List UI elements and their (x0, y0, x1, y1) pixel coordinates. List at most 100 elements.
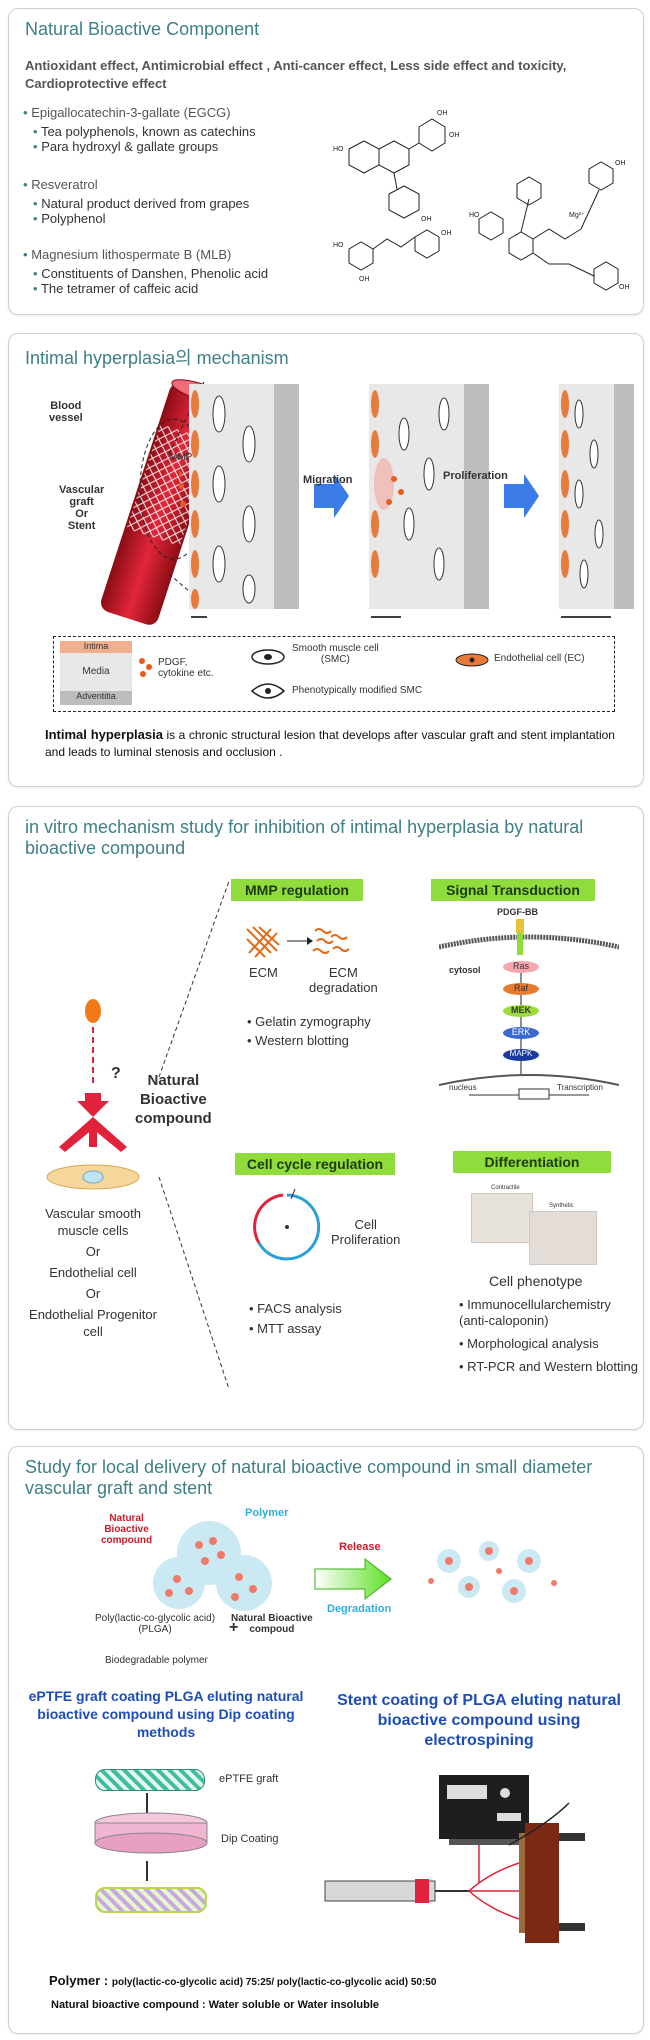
eptfe-graft-image (95, 1769, 205, 1791)
compound-egcg: • Epigallocatechin-3-gallate (EGCG) • Te… (23, 105, 256, 154)
legend-adventitia: Adventitia (60, 691, 132, 705)
legend-box: Intima Media Adventitia PDGF, cytokine e… (53, 636, 615, 712)
polymer-label: Polymer (245, 1507, 289, 1519)
nbc2-label: Natural Bioactive compoud (231, 1613, 313, 1635)
plga-label: Poly(lactic-co-glycolic acid) (PLGA) (95, 1613, 216, 1635)
bullet-item: • MTT assay (249, 1321, 322, 1336)
panel-local-delivery: Study for local delivery of natural bioa… (8, 1446, 644, 2034)
struct-label: HO (333, 242, 344, 249)
ec-icon (455, 653, 489, 667)
migration-label: Migration (303, 474, 353, 486)
legend-media: Media (82, 666, 110, 677)
release-arrow (314, 1557, 392, 1601)
cell-type: Or (85, 1244, 101, 1259)
transcription-label: Transcription (557, 1083, 603, 1092)
pdgf-bb-label: PDGF-BB (497, 907, 538, 917)
struct-label: Mg²⁺ (569, 212, 585, 219)
legend-layers: Intima Media Adventitia (60, 641, 132, 705)
cell-proliferation-label: Cell Proliferation (331, 1217, 401, 1247)
bullet-item: • Morphological analysis (459, 1336, 599, 1351)
compound-name: • Resveratrol (23, 177, 98, 192)
legend-intima: Intima (60, 641, 132, 653)
modified-smc-icon (250, 683, 286, 699)
section2-title: Intimal hyperplasia의 mechanism (25, 348, 289, 368)
bullet-item: • RT-PCR and Western blotting (459, 1359, 638, 1374)
struct-label: OH (449, 132, 460, 139)
release-label: Release (339, 1541, 381, 1553)
section1-title: Natural Bioactive Component (25, 19, 260, 39)
blood-vessel-label: Blood vessel (49, 400, 83, 424)
description-text: is a chronic structural lesion that deve… (45, 728, 615, 759)
polymer-footer: Polymer : poly(lactic-co-glycolic acid) … (49, 1973, 436, 1988)
struct-label: OH (437, 110, 448, 117)
compound-point: • Tea polyphenols, known as catechins (33, 124, 256, 139)
struct-label: HO (333, 146, 344, 153)
compound-label: Natural Bioactive compound (135, 1072, 212, 1127)
nucleus-label: nucleus (449, 1083, 477, 1092)
compound-name: • Magnesium lithospermate B (MLB) (23, 247, 232, 262)
struct-label: OH (619, 284, 630, 291)
compound-point: • Polyphenol (33, 211, 106, 226)
cascade-ras: Ras (512, 961, 529, 971)
power-supply-label: Power supply (443, 1765, 502, 1775)
question-mark: ? (111, 1065, 121, 1082)
struct-label: HO (469, 212, 480, 219)
cascade-erk: ERK (511, 1027, 531, 1037)
cell-cycle-diagram (253, 1188, 321, 1261)
bullet-item: • FACS analysis (249, 1301, 342, 1316)
compound-mlb: • Magnesium lithospermate B (MLB) • Cons… (23, 247, 268, 296)
panel-in-vitro: in vitro mechanism study for inhibition … (8, 806, 644, 1430)
ecm-fibers (246, 926, 350, 958)
differentiation-box: Differentiation (453, 1151, 611, 1173)
synthetic-label: Synthetic (549, 1203, 574, 1209)
cell-type: Vascular smooth muscle cells (45, 1206, 141, 1238)
plga-particles (153, 1521, 272, 1611)
struct-label: OH (359, 276, 370, 283)
panel-intimal-hyperplasia: Intimal hyperplasia의 mechanism Blood ves… (8, 333, 644, 787)
bullet-item: • Immunocellularchemistry (anti-caloponi… (459, 1297, 611, 1328)
down-arrow (146, 1861, 148, 1881)
synthetic-image (529, 1211, 597, 1265)
signal-cascade (439, 919, 619, 1100)
cascade-mapk: MAPK (509, 1049, 533, 1058)
mmp-points: • Gelatin zymography • Western blotting (247, 1013, 377, 1049)
cell-cycle-points: • FACS analysis • MTT assay (249, 1299, 342, 1339)
cascade-mek: MEK (511, 1005, 531, 1015)
compound-resveratrol: • Resveratrol • Natural product derived … (23, 177, 249, 226)
mmp-label: MMP (169, 452, 193, 463)
biodegradable-label: Biodegradable polymer (105, 1655, 208, 1666)
description-bold: Intimal hyperplasia (45, 727, 163, 742)
proliferation-label: Proliferation (443, 470, 508, 482)
nbc-label: Natural Bioactive compound (101, 1513, 153, 1546)
struct-label: OH (615, 160, 626, 167)
legend-modified-smc: Phenotypically modified SMC (292, 685, 423, 696)
coated-graft-image (95, 1887, 207, 1913)
dip-coating-label: Dip Coating (221, 1833, 279, 1845)
polymer-footer-value: poly(lactic-co-glycolic acid) 75:25/ pol… (111, 1977, 437, 1988)
smc-icon (251, 649, 285, 665)
stent-title: Stent coating of PLGA eluting natural bi… (337, 1692, 621, 1749)
cell-cycle-box: Cell cycle regulation (235, 1153, 395, 1175)
vascular-graft-label: Vascular graft Or Stent (59, 484, 105, 532)
nbc-footer: Natural bioactive compound : Water solub… (51, 1999, 380, 2011)
electrospinning-setup (324, 1775, 585, 1943)
panel-natural-bioactive: Natural Bioactive Component Antioxidant … (8, 8, 644, 315)
cell-type: Endothelial cell (49, 1265, 137, 1280)
compound-point: • The tetramer of caffeic acid (33, 281, 199, 296)
chemical-structures: HO OH OH OH HO OH OH Mg²⁺ OH OH HO (333, 110, 630, 291)
cascade-raf: Raf (513, 983, 528, 993)
effects-text: Antioxidant effect, Antimicrobial effect… (25, 58, 567, 91)
degradation-label: Degradation (327, 1603, 392, 1615)
plus-sign: + (229, 1619, 239, 1636)
dashed-fan (158, 880, 230, 1390)
legend-ec: Endothelial cell (EC) (494, 653, 585, 664)
ecm-label: ECM (249, 965, 278, 980)
cell-phenotype-label: Cell phenotype (489, 1273, 583, 1289)
vessel-wall-stages (179, 384, 634, 618)
mmp-regulation-box: MMP regulation (231, 879, 363, 901)
down-arrow (146, 1793, 148, 1813)
bullet-item: • Gelatin zymography (247, 1014, 371, 1029)
released-particles (428, 1541, 557, 1603)
ecm-degradation-label: ECM degradation (309, 965, 378, 995)
eptfe-graft-label: ePTFE graft (219, 1773, 279, 1785)
